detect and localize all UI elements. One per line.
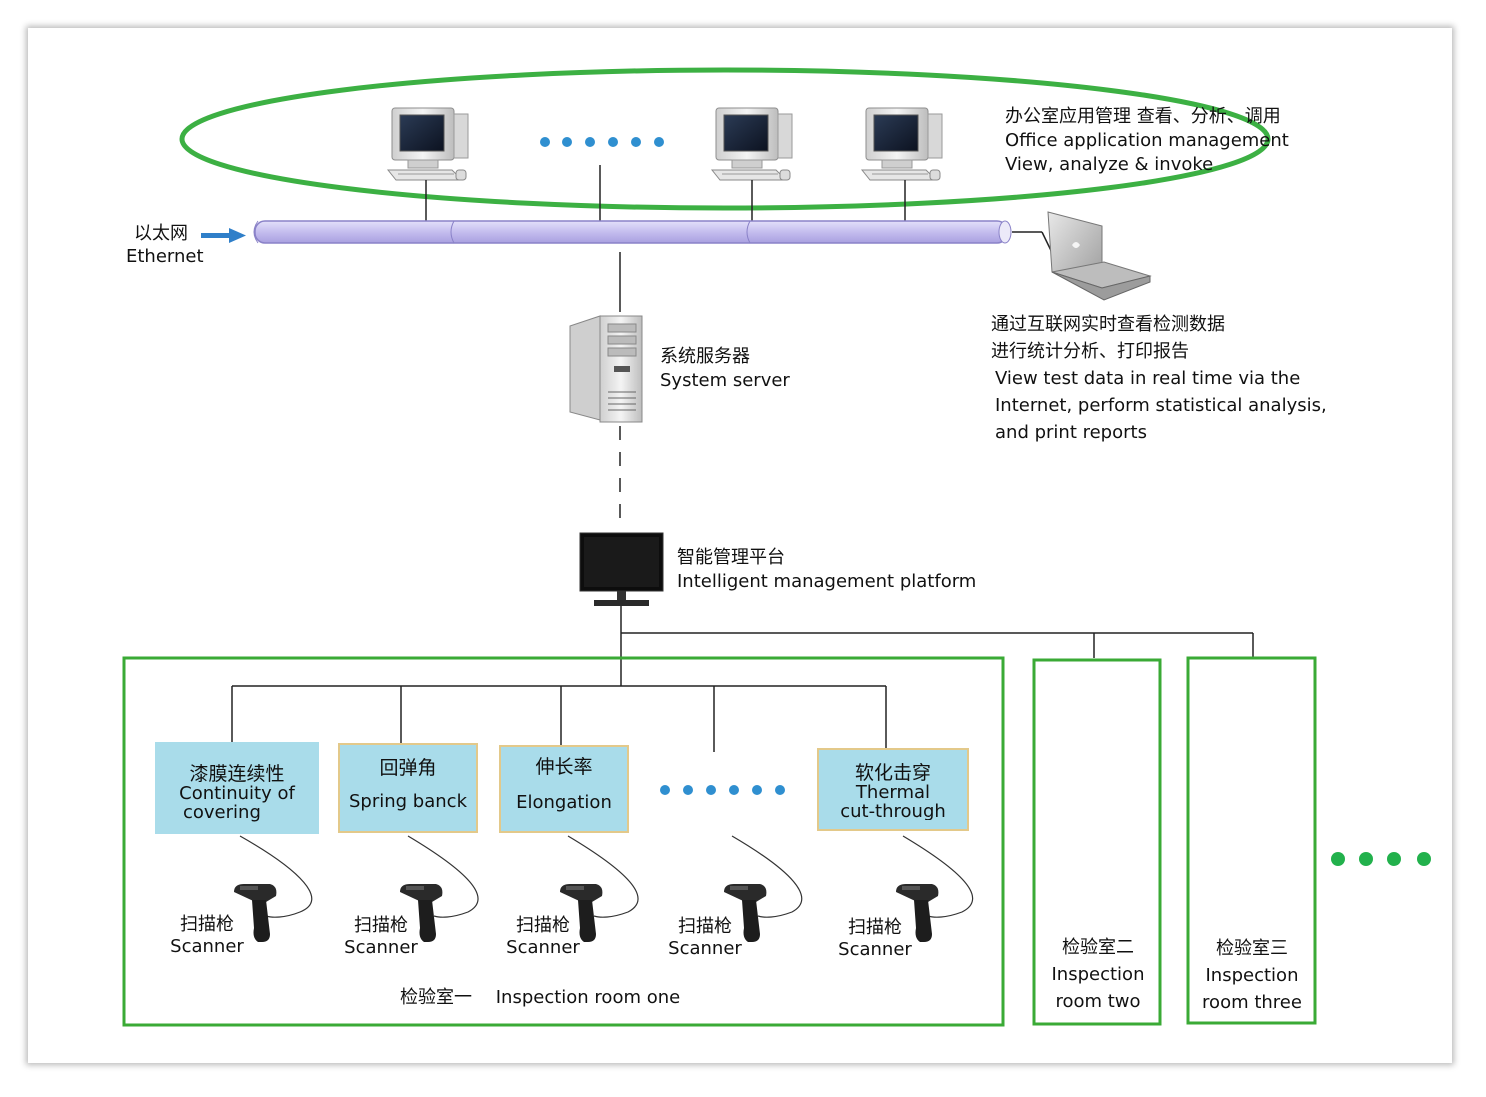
scanner-cn: 扫描枪 (678, 916, 732, 937)
inspection-room-one-border (122, 656, 1005, 1027)
remote-en3: and print reports (995, 422, 1147, 443)
scanner-label: 扫描枪 Scanner (820, 917, 930, 961)
server-en: System server (660, 370, 790, 391)
laptop-icon (1047, 211, 1152, 301)
remote-access-label: 通过互联网实时查看检测数据 进行统计分析、打印报告 View test data… (991, 311, 1327, 446)
test-thermal-en1: Thermal (855, 782, 931, 803)
test-spring-cn: 回弹角 (379, 757, 437, 779)
room-one-en: Inspection room one (495, 987, 681, 1008)
room-one-label: 检验室一 Inspection room one (400, 986, 680, 1010)
test-continuity-en2: covering (183, 802, 261, 823)
test-thermal-cn: 软化击穿 (854, 762, 931, 784)
remote-cn2: 进行统计分析、打印报告 (991, 341, 1189, 362)
room-three-en1: Inspection (1205, 965, 1299, 986)
tower-server-icon (569, 315, 643, 423)
test-box-spring-back: 回弹角 Spring banck (338, 743, 478, 833)
test-box-continuity: 漆膜连续性 Continuity of covering (155, 742, 319, 834)
scanner-en: Scanner (170, 936, 244, 957)
test-spring-en1: Spring banck (349, 791, 467, 812)
test-box-thermal: 软化击穿 Thermal cut-through (817, 748, 969, 831)
room-one-cn: 检验室一 (400, 987, 472, 1008)
room-three-cn: 检验室三 (1216, 938, 1288, 959)
test-continuity-en1: Continuity of (179, 783, 295, 804)
room-three-en2: room three (1202, 992, 1302, 1013)
office-title-en1: Office application management (1005, 130, 1289, 151)
test-thermal-en2: cut-through (840, 802, 946, 820)
office-title-cn: 办公室应用管理 查看、分析、调用 (1005, 106, 1281, 127)
test-elongation-en1: Elongation (516, 792, 612, 813)
arrow-right-icon (201, 228, 246, 243)
remote-cn1: 通过互联网实时查看检测数据 (991, 314, 1225, 335)
scanner-label: 扫描枪 Scanner (152, 914, 262, 958)
room-three-label: 检验室三 Inspection room three (1190, 935, 1314, 1016)
test-elongation-cn: 伸长率 (535, 756, 593, 778)
server-label: 系统服务器 System server (660, 345, 790, 393)
scanner-label: 扫描枪 Scanner (326, 915, 436, 959)
test-box-elongation: 伸长率 Elongation (499, 745, 629, 833)
inspection-room-two-border (1032, 658, 1162, 1026)
scanner-en: Scanner (506, 937, 580, 958)
room-two-en2: room two (1055, 991, 1141, 1012)
ellipsis-dots-icon (660, 785, 785, 795)
remote-en2: Internet, perform statistical analysis, (995, 395, 1327, 416)
scanner-cn: 扫描枪 (180, 914, 234, 935)
desktop-computer-icon (711, 107, 793, 181)
ethernet-cn: 以太网 (134, 223, 188, 244)
office-title-en2: View, analyze & invoke (1005, 154, 1214, 175)
monitor-icon (579, 532, 664, 606)
platform-label: 智能管理平台 Intelligent management platform (677, 546, 976, 594)
server-cn: 系统服务器 (660, 346, 750, 367)
office-label: 办公室应用管理 查看、分析、调用 Office application mana… (1005, 105, 1289, 177)
platform-en: Intelligent management platform (677, 571, 977, 592)
scanner-label: 扫描枪 Scanner (488, 915, 598, 959)
scanner-en: Scanner (344, 937, 418, 958)
scanner-cn: 扫描枪 (848, 917, 902, 938)
desktop-computer-icon (387, 107, 469, 181)
remote-en1: View test data in real time via the (995, 368, 1301, 389)
office-group-ellipse (179, 67, 1271, 211)
room-two-cn: 检验室二 (1062, 937, 1134, 958)
test-continuity-cn: 漆膜连续性 (189, 763, 285, 785)
scanner-cn: 扫描枪 (354, 915, 408, 936)
inspection-room-three-border (1186, 656, 1317, 1025)
ethernet-bus (253, 220, 1012, 244)
ethernet-en: Ethernet (126, 246, 204, 267)
ethernet-label: 以太网 Ethernet (126, 222, 204, 268)
scanner-en: Scanner (668, 938, 742, 959)
room-two-label: 检验室二 Inspection room two (1036, 934, 1160, 1015)
platform-cn: 智能管理平台 (677, 547, 785, 568)
scanner-cn: 扫描枪 (516, 915, 570, 936)
ellipsis-dots-icon (1331, 852, 1431, 866)
ellipsis-dots-icon (540, 137, 664, 147)
scanner-label: 扫描枪 Scanner (650, 916, 760, 960)
desktop-computer-icon (861, 107, 943, 181)
room-two-en1: Inspection (1051, 964, 1145, 985)
scanner-en: Scanner (838, 939, 912, 960)
